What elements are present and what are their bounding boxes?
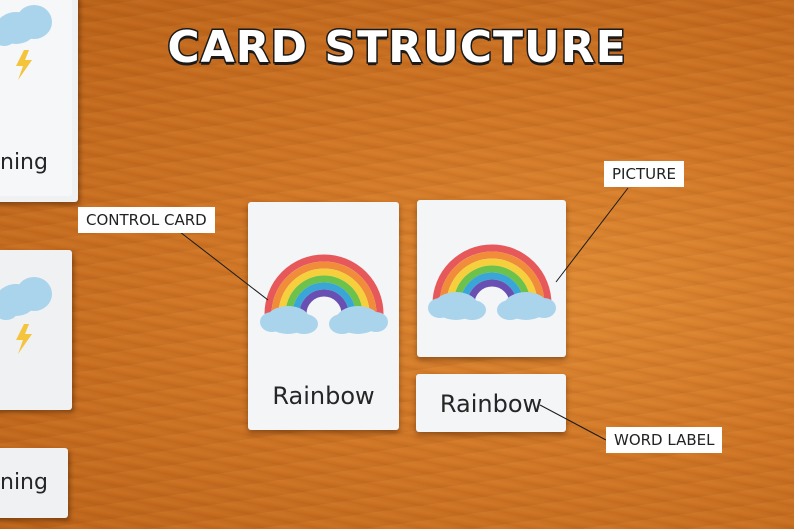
word-label-card: Rainbow [416, 374, 566, 432]
word-label-text: Rainbow [439, 390, 543, 418]
storm-cloud-icon [0, 5, 52, 80]
rainbow-band [432, 244, 552, 305]
side-card-word: ning [0, 150, 48, 175]
rainbow-band [460, 272, 524, 305]
storm-cloud-icon [0, 277, 52, 354]
rainbow-icon [260, 254, 388, 334]
rainbow-band [292, 282, 356, 315]
rainbow-band [264, 254, 384, 315]
page-title: CARD STRUCTURE [166, 21, 627, 75]
picture-leader-line [555, 187, 629, 283]
side-card-stack-bottom: ning [0, 448, 68, 518]
rainbow-band [271, 261, 377, 315]
side-card-word: ning [0, 470, 48, 495]
rainbow-band [439, 251, 545, 305]
side-card-stack-middle [0, 250, 72, 410]
rainbow-band [278, 268, 370, 315]
control-card-callout: CONTROL CARD [78, 207, 215, 233]
picture-callout: PICTURE [604, 161, 684, 187]
rainbow-band [446, 258, 538, 305]
word-label-callout: WORD LABEL [606, 427, 723, 453]
rainbow-band [285, 275, 363, 315]
rainbow-band [453, 265, 531, 305]
side-card-stack-top: ning [0, 0, 78, 202]
word-label-leader-line [539, 404, 607, 441]
control-card-leader-line [179, 231, 269, 301]
control-card-word: Rainbow [272, 382, 375, 410]
picture-card [417, 200, 566, 357]
rainbow-icon [428, 244, 556, 320]
rainbow-band [299, 289, 349, 315]
control-card: Rainbow [248, 202, 399, 430]
